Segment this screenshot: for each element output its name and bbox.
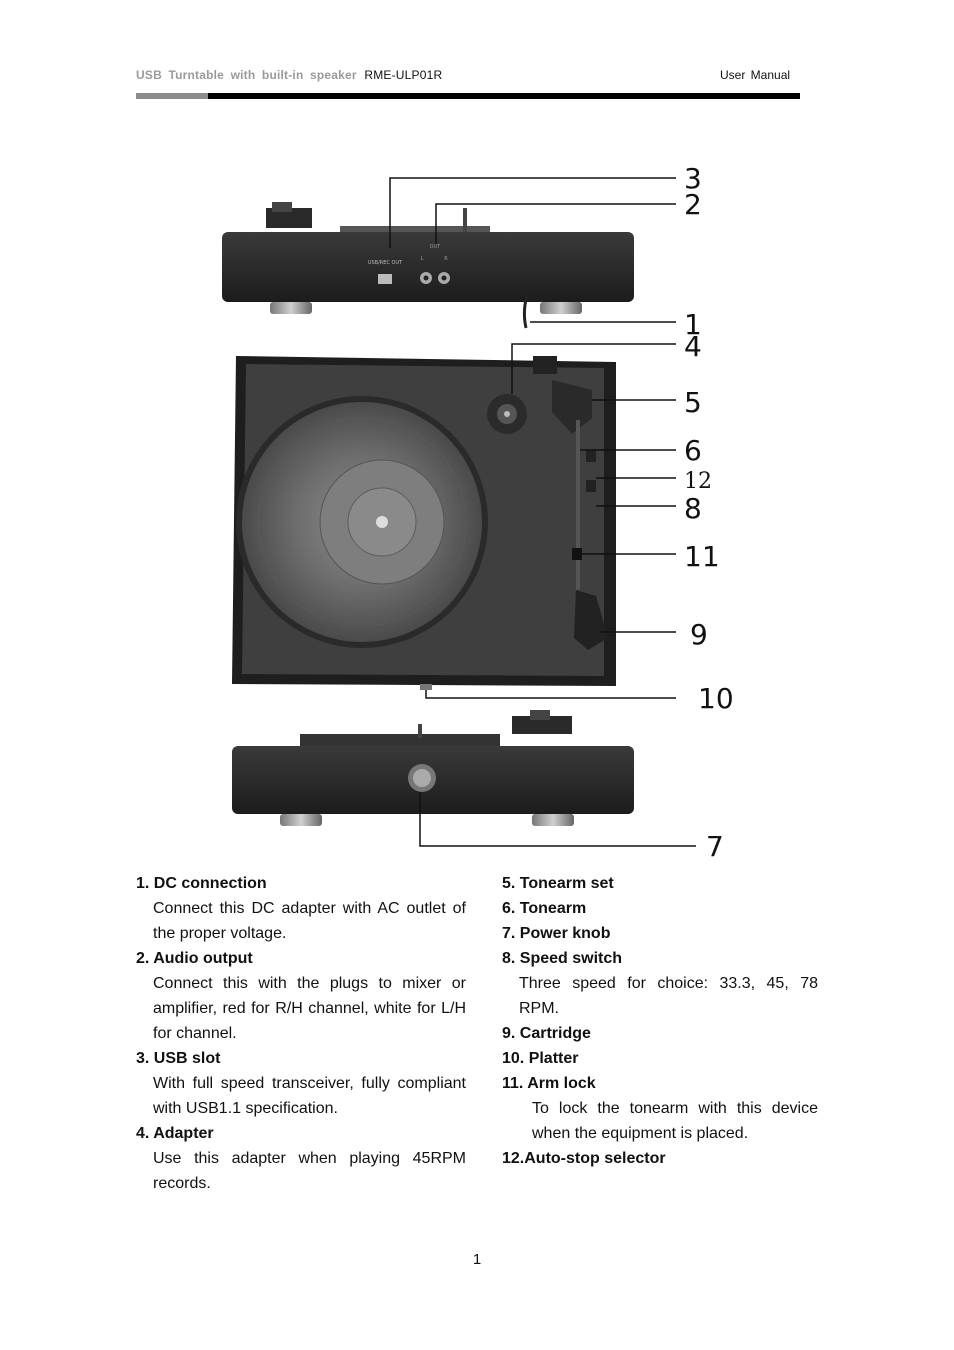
callout-1: 1 [684,308,702,341]
item-3-title: 3. USB slot [136,1050,221,1067]
feature-list-right: 5. Tonearm set 6. Tonearm 7. Power knob … [502,871,818,1171]
tonearm-counterweight [552,380,592,434]
manual-label: User Manual [720,68,791,82]
callout-numbers: 3 2 1 4 5 6 12 8 11 9 10 7 [684,162,734,863]
svg-text:R: R [444,256,448,262]
rear-view: USB/REC OUT OUT L R [222,202,634,329]
item-4-title: 4. Adapter [136,1125,214,1142]
item-2-desc: Connect this with the plugs to mixer or … [153,975,466,1042]
item-5-title: 5. Tonearm set [502,875,614,892]
callout-11: 11 [684,540,720,573]
callout-10: 10 [698,682,734,715]
svg-text:OUT: OUT [430,244,442,250]
header-rule [208,93,800,99]
callout-5: 5 [684,386,702,419]
running-header: USB Turntable with built-in speaker RME-… [136,68,442,82]
svg-text:L: L [421,256,424,262]
item-6-title: 6. Tonearm [502,900,587,917]
item-8-desc: Three speed for choice: 33.3, 45, 78 RPM… [519,975,818,1017]
arm-lock [572,548,582,560]
speed-switch [586,480,596,492]
top-view [232,356,616,690]
item-9-title: 9. Cartridge [502,1025,591,1042]
callout-7: 7 [706,830,724,863]
item-10-title: 10. Platter [502,1050,579,1067]
callout-3: 3 [684,162,702,195]
callout-8: 8 [684,492,702,525]
cartridge [574,590,608,650]
page-number: 1 [472,1251,482,1268]
callout-6: 6 [684,434,702,467]
feature-list-left: 1. DC connection Connect this DC adapter… [136,871,466,1196]
callout-4: 4 [684,330,702,363]
item-3-desc: With full speed transceiver, fully compl… [153,1075,466,1117]
document-title: USB Turntable with built-in speaker [136,68,357,82]
item-1-title: 1. DC connection [136,875,267,892]
autostop-switch [586,450,596,462]
callout-9: 9 [690,618,708,651]
callout-2: 2 [684,188,702,221]
front-view [232,710,634,826]
callout-12: 12 [684,469,712,494]
turntable-diagram: USB/REC OUT OUT L R [222,162,734,863]
item-1-desc: Connect this DC adapter with AC outlet o… [153,900,466,942]
item-11-title: 11. Arm lock [502,1075,596,1092]
dc-cable [522,291,530,329]
item-4-desc: Use this adapter when playing 45RPM reco… [153,1150,466,1192]
item-7-title: 7. Power knob [502,925,611,942]
model-number: RME-ULP01R [364,68,443,82]
leader-lines [389,177,696,847]
usb-panel-label: USB/REC OUT [368,260,403,266]
item-8-title: 8. Speed switch [502,950,623,967]
usb-port [378,274,392,284]
item-12-title: 12.Auto-stop selector [502,1150,666,1167]
header-rule-accent [136,93,208,99]
item-2-title: 2. Audio output [136,950,253,967]
item-11-desc: To lock the tonearm with this device whe… [532,1100,818,1142]
